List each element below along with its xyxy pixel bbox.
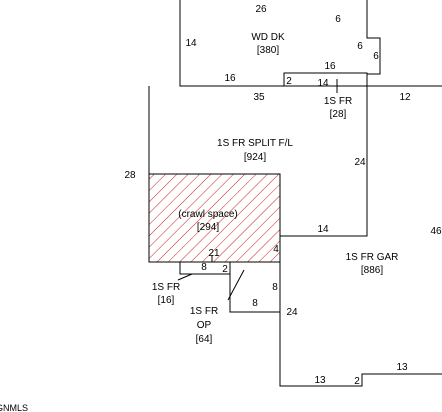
dim-label: 35 — [253, 92, 265, 103]
garage-area: [886] — [361, 265, 383, 276]
porch-name-2: OP — [197, 320, 212, 331]
fr-small-area: [16] — [158, 295, 175, 306]
dim-label: 2 — [354, 376, 360, 387]
dim-label: 28 — [124, 170, 136, 181]
dim-label: 6 — [335, 14, 341, 25]
porch-area: [64] — [196, 334, 213, 345]
outline-lines — [148, 0, 442, 387]
split-area: [924] — [244, 152, 266, 163]
dim-label: 8 — [201, 262, 207, 273]
dim-label: 6 — [373, 51, 379, 62]
fr-top-area: [28] — [330, 109, 347, 120]
dim-label: 14 — [185, 38, 197, 49]
dim-label: 46 — [430, 226, 442, 237]
dim-label: 24 — [286, 307, 298, 318]
wd-dk-name: WD DK — [251, 32, 285, 43]
crawl-area: [294] — [197, 222, 219, 233]
fr-small-name: 1S FR — [152, 282, 180, 293]
dim-label: 14 — [317, 224, 329, 235]
wd-dk-area: [380] — [257, 45, 279, 56]
dim-label: 14 — [317, 78, 329, 89]
porch-name-1: 1S FR — [190, 306, 218, 317]
garage-name: 1S FR GAR — [346, 252, 399, 263]
crawl-name: (crawl space) — [178, 209, 237, 220]
dim-label: 13 — [314, 375, 326, 386]
dim-label: 8 — [272, 282, 278, 293]
dim-label: 26 — [255, 4, 267, 15]
dim-label: 6 — [357, 41, 363, 52]
dim-label: 16 — [324, 61, 336, 72]
dim-label: 2 — [286, 76, 292, 87]
dim-label: 21 — [208, 248, 220, 259]
dim-label: 12 — [399, 92, 411, 103]
dim-label: 13 — [396, 362, 408, 373]
dim-label: 4 — [273, 244, 279, 255]
dim-label: 8 — [252, 298, 258, 309]
dim-label: 24 — [354, 157, 366, 168]
fr-top-name: 1S FR — [324, 96, 352, 107]
dim-label: 16 — [224, 73, 236, 84]
split-name: 1S FR SPLIT F/L — [217, 138, 293, 149]
source-watermark: GNMLS — [0, 403, 28, 412]
dim-label: 2 — [222, 264, 228, 275]
